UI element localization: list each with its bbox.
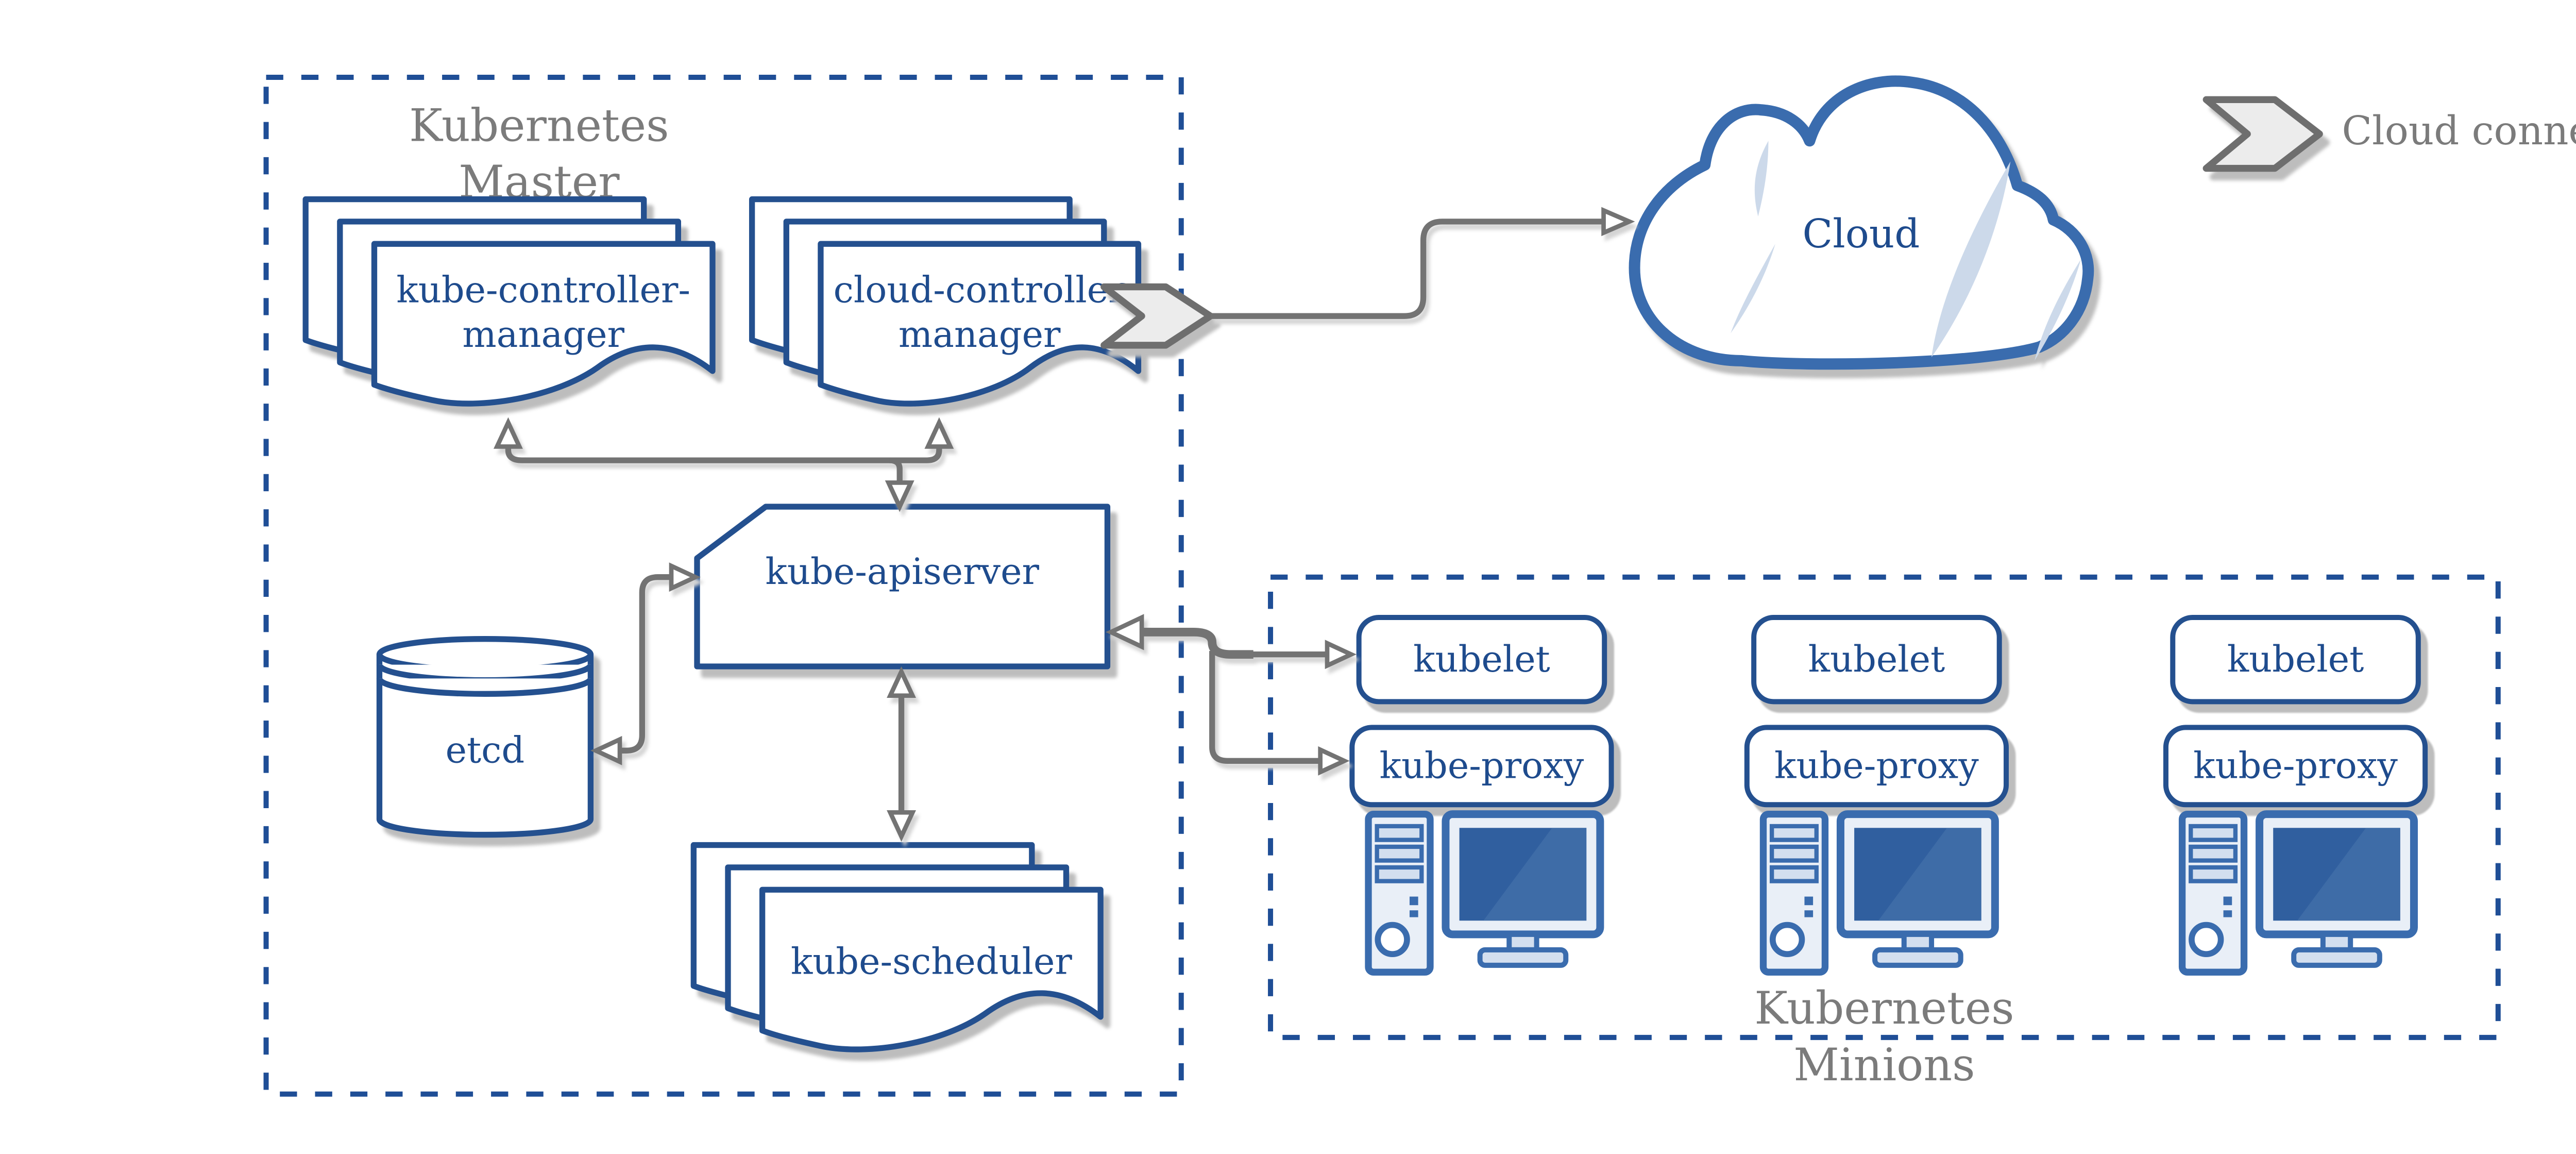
database-cylinder-icon xyxy=(376,636,594,838)
kube-controller-manager-stack xyxy=(302,196,716,407)
kubernetes-minions-boundary xyxy=(1268,574,2501,1040)
legend-cloud-connector-icon xyxy=(2202,96,2323,172)
kubelet-label: kubelet xyxy=(2227,639,2364,680)
kubelet-node-1: kubelet xyxy=(1356,615,1607,705)
kube-controller-manager-label: kube-controller- manager xyxy=(396,270,691,356)
workstation-icon xyxy=(1758,811,1998,979)
minions-group-title: Kubernetes Minions xyxy=(1754,984,2014,1093)
kubernetes-master-boundary xyxy=(263,74,1184,1097)
cloud-controller-manager-label: cloud-controller manager xyxy=(833,270,1126,356)
kubelet-label: kubelet xyxy=(1808,639,1945,680)
kube-proxy-label: kube-proxy xyxy=(1774,745,1979,787)
kube-proxy-node-1: kube-proxy xyxy=(1349,725,1614,808)
kube-proxy-node-3: kube-proxy xyxy=(2163,725,2428,808)
cloud-label: Cloud xyxy=(1802,213,1920,258)
kube-proxy-label: kube-proxy xyxy=(2193,745,2398,787)
kube-scheduler-label: kube-scheduler xyxy=(790,941,1072,983)
document-stack-icon xyxy=(302,196,716,407)
workstation-icon xyxy=(1363,811,1604,979)
cloud-connector-icon xyxy=(1100,283,1214,349)
cloud-icon xyxy=(1629,75,2094,370)
kube-proxy-label: kube-proxy xyxy=(1379,745,1584,787)
legend-label: Cloud connector xyxy=(2342,110,2576,155)
workstation-icon xyxy=(2177,811,2418,979)
kubelet-node-2: kubelet xyxy=(1751,615,2002,705)
etcd-node xyxy=(376,636,594,838)
document-stack-icon xyxy=(749,196,1142,407)
kube-apiserver-label: kube-apiserver xyxy=(765,551,1039,593)
kubelet-node-3: kubelet xyxy=(2170,615,2421,705)
kubelet-label: kubelet xyxy=(1413,639,1550,680)
cloud-node xyxy=(1629,75,2094,370)
etcd-label: etcd xyxy=(445,730,525,772)
cloud-controller-manager-stack xyxy=(749,196,1142,407)
master-group-title: Kubernetes Master xyxy=(409,101,669,210)
document-stack-icon xyxy=(690,842,1104,1052)
kube-proxy-node-2: kube-proxy xyxy=(1744,725,2009,808)
kube-scheduler-stack xyxy=(690,842,1104,1052)
